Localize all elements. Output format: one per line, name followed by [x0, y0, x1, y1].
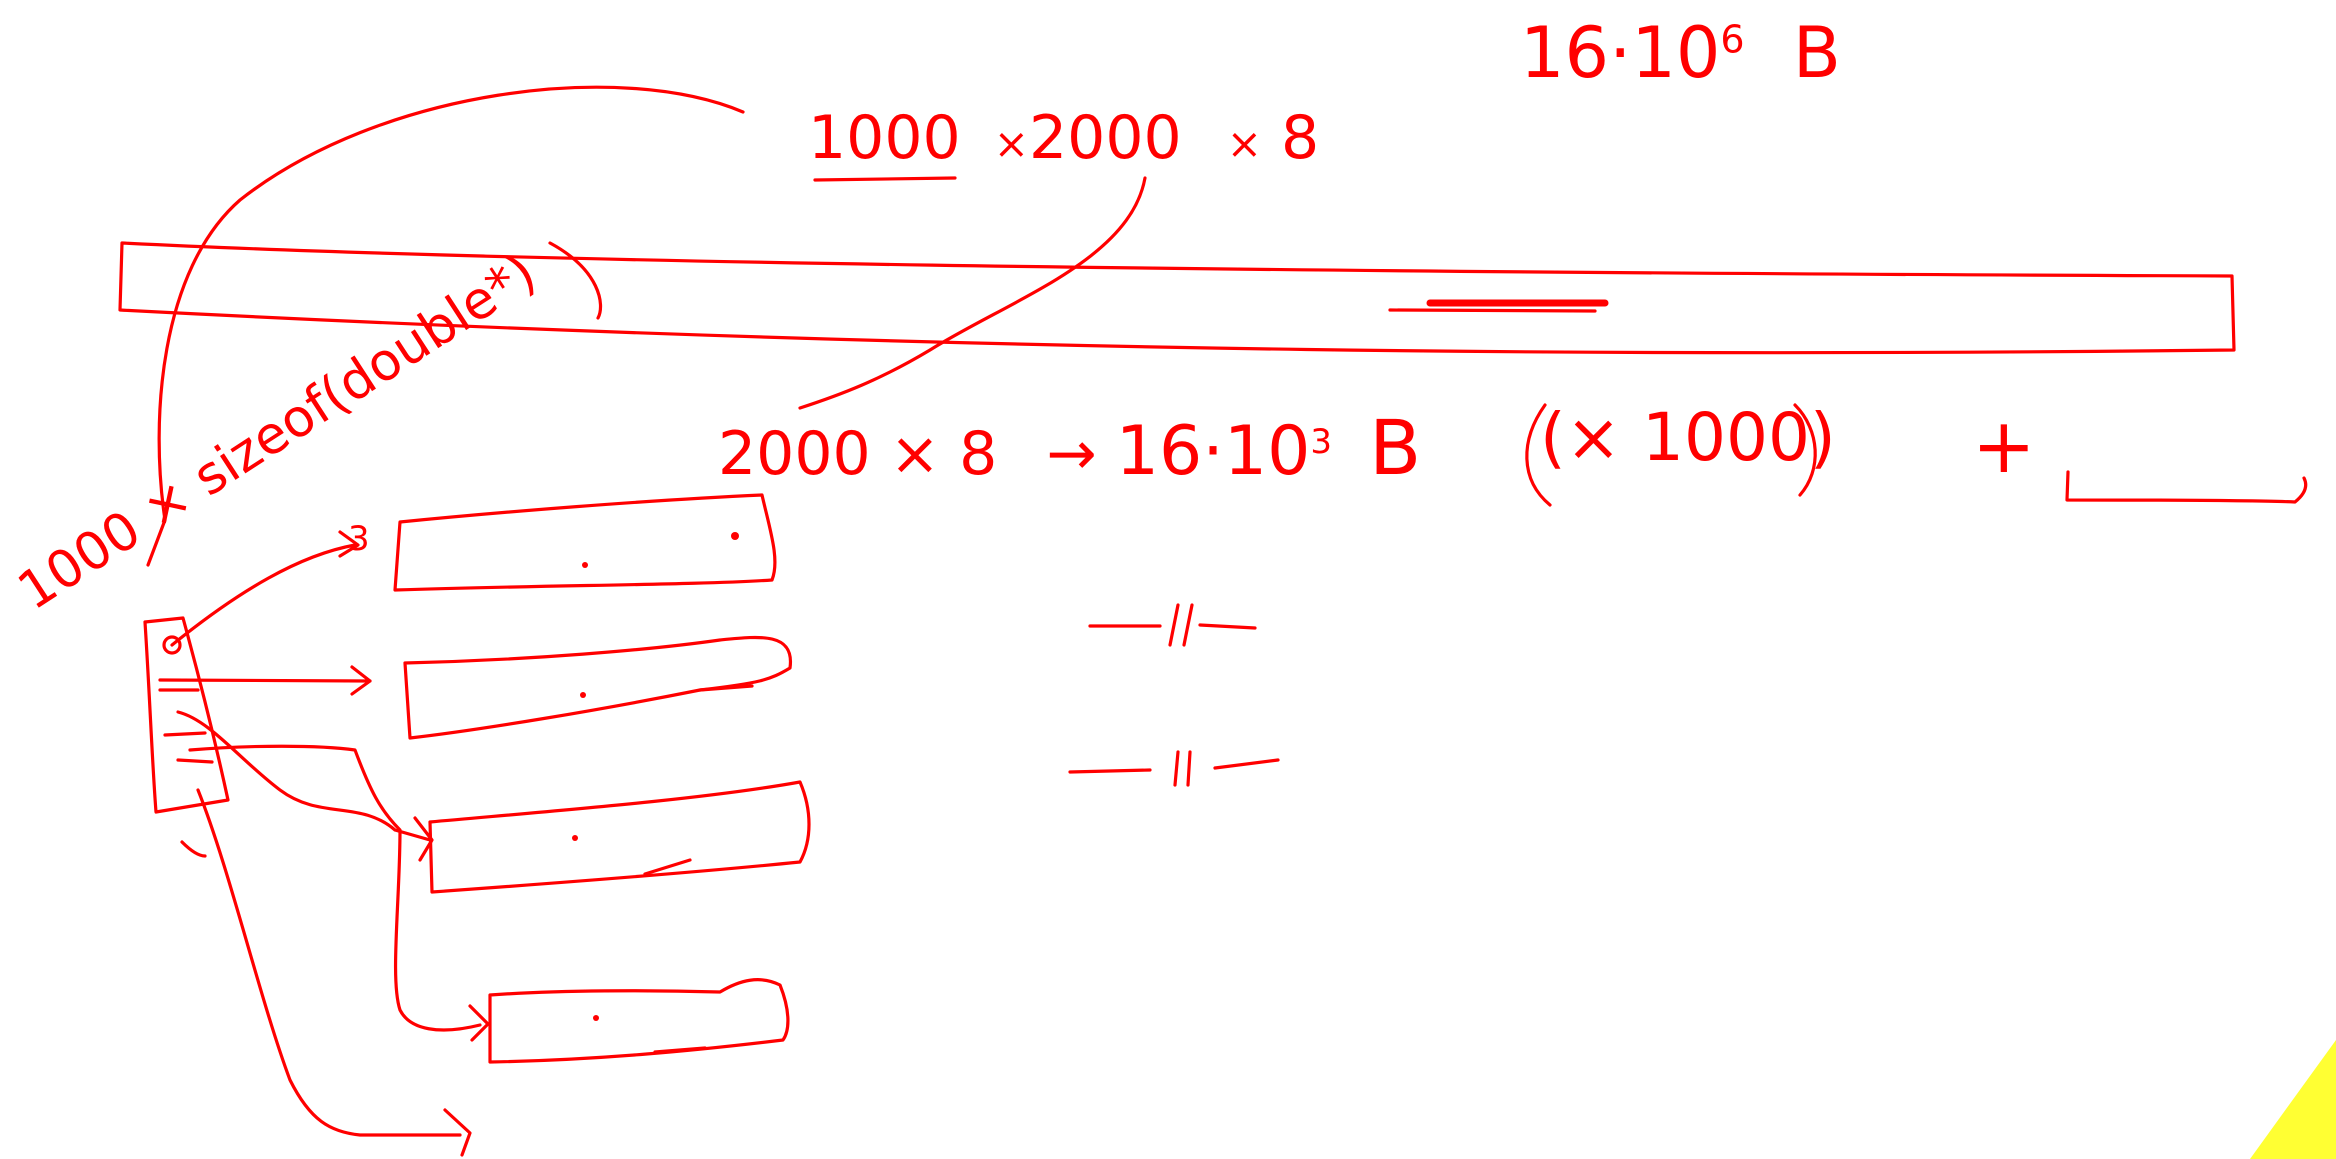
dim-link-curve	[798, 176, 1147, 410]
ptr-arrow-row2	[158, 665, 372, 696]
total-bytes: 16·106 B	[1520, 18, 1841, 88]
row-box-2-dot	[580, 692, 586, 698]
multiplier-text: (× 1000)	[1540, 399, 1836, 476]
row-box-2-tail	[698, 684, 754, 692]
ditto-slash-2	[1173, 750, 1192, 787]
dims-elem: 8	[1281, 103, 1320, 173]
row-box-1-dot	[582, 562, 588, 568]
row-size: 2000 × 8	[718, 419, 998, 489]
pointer-column	[143, 616, 230, 814]
row-box-3-tail	[643, 858, 692, 876]
row-bytes-base: 16·10	[1115, 412, 1311, 491]
dimensions-expression: 1000 ×2000 × 8	[808, 108, 1319, 168]
plus-text: +	[1972, 401, 2036, 490]
row-box-4	[488, 978, 790, 1064]
ditto-line-1b	[1198, 623, 1257, 630]
dims-times-2: ×	[1226, 119, 1262, 168]
dims-rows: 1000	[808, 103, 961, 173]
row-box-4-dot	[593, 1015, 599, 1021]
row-size-expression: 2000 × 8 → 16·103 B	[718, 410, 1421, 486]
pointer-index: 3	[348, 522, 370, 556]
row-arrow: →	[1046, 419, 1097, 489]
plus-sign: +	[1972, 408, 2036, 484]
sizeof-bracket	[548, 241, 603, 320]
row-bytes-unit: B	[1369, 403, 1422, 492]
ptr-arrow-row1	[170, 530, 360, 647]
contiguous-array-bar	[118, 241, 2236, 355]
dims-times-1: ×	[993, 119, 1029, 168]
total-bytes-base: 16·10	[1520, 12, 1721, 94]
rows-underline	[813, 176, 957, 182]
ptr-arrow-row5	[196, 788, 472, 1157]
pointer-cell-line-3	[176, 758, 214, 764]
ditto-line-2b	[1213, 758, 1280, 770]
ditto-slash-1	[1168, 603, 1194, 647]
highlighter-corner	[2250, 1040, 2336, 1159]
row-box-1-dot2	[731, 532, 739, 540]
ditto-line-2a	[1068, 768, 1152, 774]
ptr-tick	[180, 840, 207, 858]
bar-inner-mark-thin	[1388, 308, 1597, 313]
dims-cols: 2000	[1028, 103, 1182, 173]
pointer-index-text: 3	[348, 519, 370, 559]
paren-left	[1525, 403, 1552, 507]
pointer-head-dot	[162, 635, 182, 655]
row-box-3	[428, 780, 811, 894]
total-bytes-exp: 6	[1720, 17, 1745, 62]
total-bytes-unit: B	[1792, 12, 1841, 94]
paren-right	[1793, 403, 1817, 497]
bar-to-pointer-arrow	[146, 85, 745, 567]
row-box-3-dot	[572, 835, 578, 841]
trailing-blank	[2065, 470, 2308, 504]
row-box-4-tail	[653, 1046, 707, 1054]
ptr-arrow-row4	[188, 744, 490, 1042]
row-box-1	[393, 493, 777, 592]
row-bytes-exp: 3	[1310, 422, 1333, 462]
pointer-cell-line-2	[163, 731, 207, 737]
row-box-2	[403, 635, 792, 740]
multiplier: (× 1000)	[1540, 405, 1836, 471]
